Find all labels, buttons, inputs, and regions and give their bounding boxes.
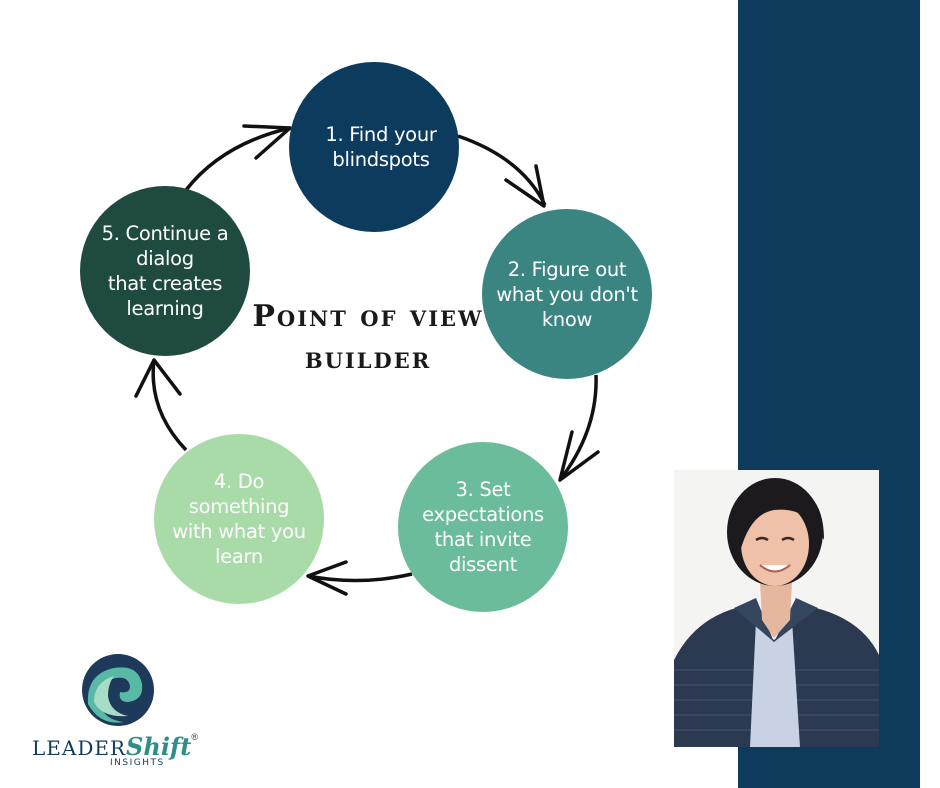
leadershift-logo: LEADERShift® INSIGHTS (22, 652, 222, 772)
arrow-1-to-2 (457, 134, 547, 206)
step-3-circle: 3. Set expectations that invite dissent (398, 442, 568, 612)
step-2-circle: 2. Figure out what you don't know (482, 209, 652, 379)
portrait-illustration (674, 470, 879, 747)
logo-leader-text: LEADER (32, 736, 127, 760)
logo-wordmark: LEADERShift® (32, 732, 198, 761)
arrow-2-to-3 (558, 374, 598, 482)
portrait-photo (674, 470, 879, 747)
wave-logo-icon (82, 654, 154, 726)
step-4-circle: 4. Do something with what you learn (154, 434, 324, 604)
arrow-4-to-5 (151, 359, 188, 452)
arrow-3-to-4-head (306, 560, 348, 596)
logo-registered-mark: ® (191, 732, 198, 742)
arrow-5-to-1 (184, 126, 291, 192)
step-1-label: 1. Find your blindspots (325, 123, 437, 171)
step-5-circle: 5. Continue a dialog that creates learni… (80, 186, 250, 356)
arrow-4-to-5-head (134, 358, 182, 398)
arrow-2-to-3-head (558, 430, 600, 482)
arrow-1-to-2-head (504, 164, 546, 208)
logo-shift-text: Shift (126, 732, 192, 761)
step-2-label: 2. Figure out what you don't know (496, 257, 638, 331)
diagram-title: Point of view builder (252, 299, 484, 376)
step-1-circle: 1. Find your blindspots (289, 62, 459, 232)
step-5-label: 5. Continue a dialog that creates learni… (101, 222, 229, 320)
step-4-label: 4. Do something with what you learn (172, 470, 306, 568)
arrow-3-to-4 (307, 572, 413, 583)
step-3-label: 3. Set expectations that invite dissent (422, 478, 544, 576)
logo-insights-text: INSIGHTS (110, 758, 165, 768)
